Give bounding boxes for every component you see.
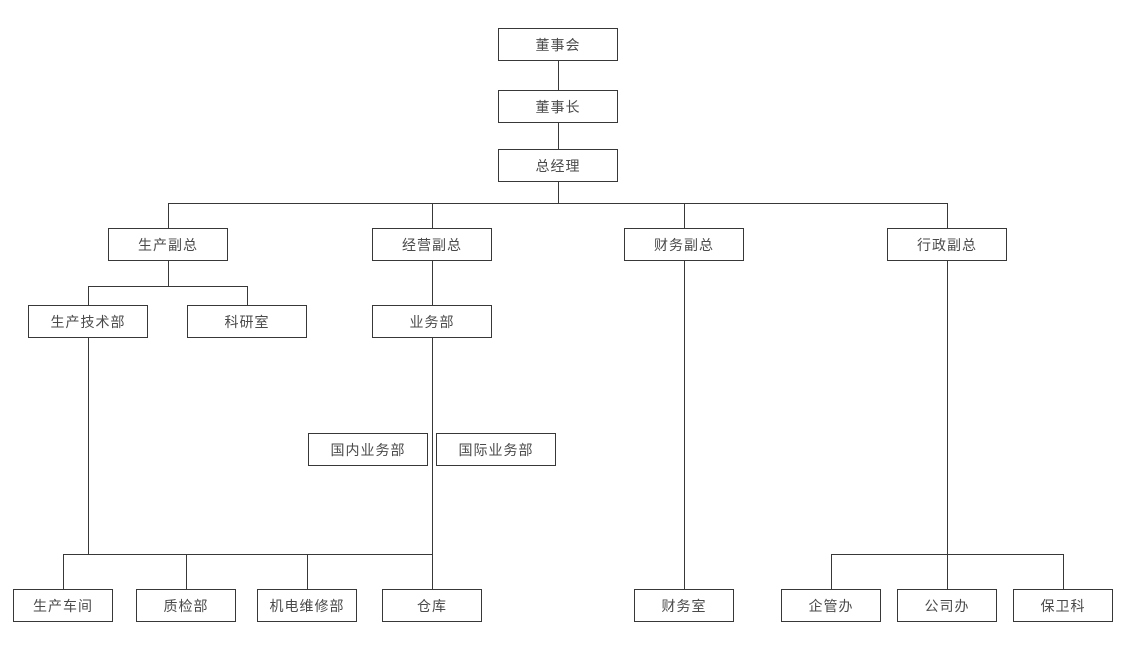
org-node-security-section: 保卫科: [1013, 589, 1113, 622]
connector-line: [831, 554, 1063, 555]
org-node-vp-admin: 行政副总: [887, 228, 1007, 261]
org-node-enterprise-mgmt-office: 企管办: [781, 589, 881, 622]
connector-line: [831, 554, 832, 589]
connector-line: [88, 286, 247, 287]
connector-line: [432, 261, 433, 305]
org-node-production-workshop: 生产车间: [13, 589, 113, 622]
org-node-warehouse: 仓库: [382, 589, 482, 622]
connector-line: [247, 286, 248, 305]
connector-line: [168, 203, 947, 204]
org-node-domestic-business-dept: 国内业务部: [308, 433, 428, 466]
connector-line: [63, 554, 64, 589]
org-node-quality-inspection-dept: 质检部: [136, 589, 236, 622]
org-node-vp-finance: 财务副总: [624, 228, 744, 261]
org-node-general-manager: 总经理: [498, 149, 618, 182]
org-node-board-of-directors: 董事会: [498, 28, 618, 61]
connector-line: [684, 203, 685, 228]
connector-line: [1063, 554, 1064, 589]
org-node-production-tech-dept: 生产技术部: [28, 305, 148, 338]
connector-line: [186, 554, 187, 589]
connector-line: [307, 554, 308, 589]
org-node-company-office: 公司办: [897, 589, 997, 622]
connector-line: [168, 203, 169, 228]
connector-line: [947, 261, 948, 589]
org-node-intl-business-dept: 国际业务部: [436, 433, 556, 466]
org-node-maintenance-dept: 机电维修部: [257, 589, 357, 622]
connector-line: [684, 261, 685, 589]
org-node-vp-production: 生产副总: [108, 228, 228, 261]
connector-line: [88, 286, 89, 305]
org-node-chairman: 董事长: [498, 90, 618, 123]
connector-line: [63, 554, 432, 555]
connector-line: [168, 261, 169, 286]
connector-line: [558, 182, 559, 203]
org-node-finance-office: 财务室: [634, 589, 734, 622]
org-node-research-office: 科研室: [187, 305, 307, 338]
org-node-vp-operations: 经营副总: [372, 228, 492, 261]
connector-line: [947, 203, 948, 228]
connector-line: [432, 338, 433, 589]
connector-line: [558, 61, 559, 90]
connector-line: [88, 338, 89, 554]
connector-line: [558, 123, 559, 149]
org-node-business-dept: 业务部: [372, 305, 492, 338]
connector-line: [432, 203, 433, 228]
